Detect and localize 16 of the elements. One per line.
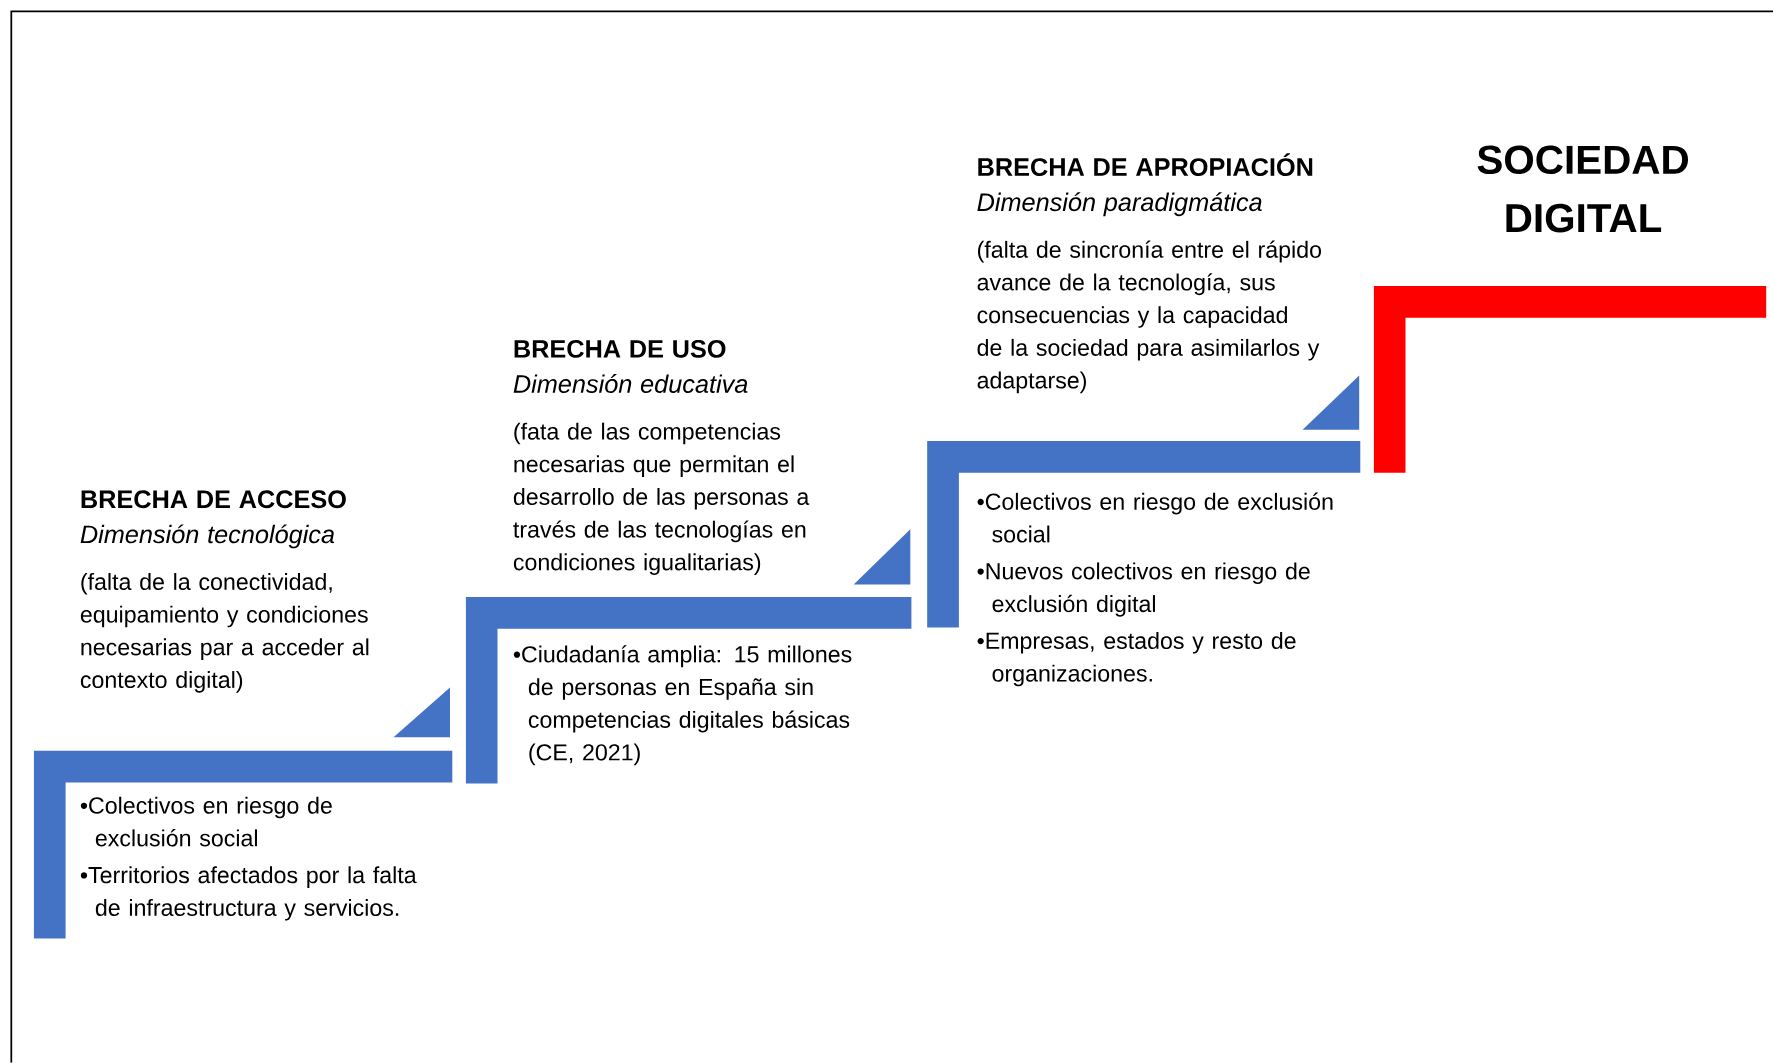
goal-title: SOCIEDAD DIGITAL [1477, 145, 1688, 233]
bullet-item: •Ciudadanía amplia: 15 millones de personas en España sin competencias digitales básicas (CE, 2021) [513, 645, 852, 766]
step-heading: BRECHA DE USO [514, 340, 726, 358]
bullet-item: •Colectivos en riesgo de exclusión social [80, 796, 332, 847]
bullet-item: •Territorios afectados por la falta de infraestructura y servicios. [80, 866, 417, 921]
bullet-item: •Nuevos colectivos en riesgo de exclusión digital [977, 562, 1310, 617]
step-description: (falta de la conectividad, equipamiento y condiciones necesarias par a acceder al contexto digital) [80, 573, 369, 693]
step-subheading: Dimensión educativa [513, 374, 748, 394]
step-subheading: Dimensión paradigmática [977, 192, 1262, 217]
step-heading: BRECHA DE APROPIACIÓN [978, 153, 1313, 177]
step-subheading: Dimensión tecnológica [80, 524, 335, 549]
bullet-item: •Colectivos en riesgo de exclusión social [977, 492, 1333, 543]
step-heading: BRECHA DE ACCESO [81, 490, 346, 509]
bullet-item: •Empresas, estados y resto de organizaciones. [977, 632, 1296, 687]
step-description: (falta de sincronía entre el rápido avance de la tecnología, sus consecuencias y la capacidad de la sociedad para asimilarlos y adaptarse) [977, 240, 1321, 394]
step-description: (fata de las competencias necesarias que permitan el desarrollo de las personas a través de las tecnologías en condiciones igualitarias) [513, 422, 810, 576]
